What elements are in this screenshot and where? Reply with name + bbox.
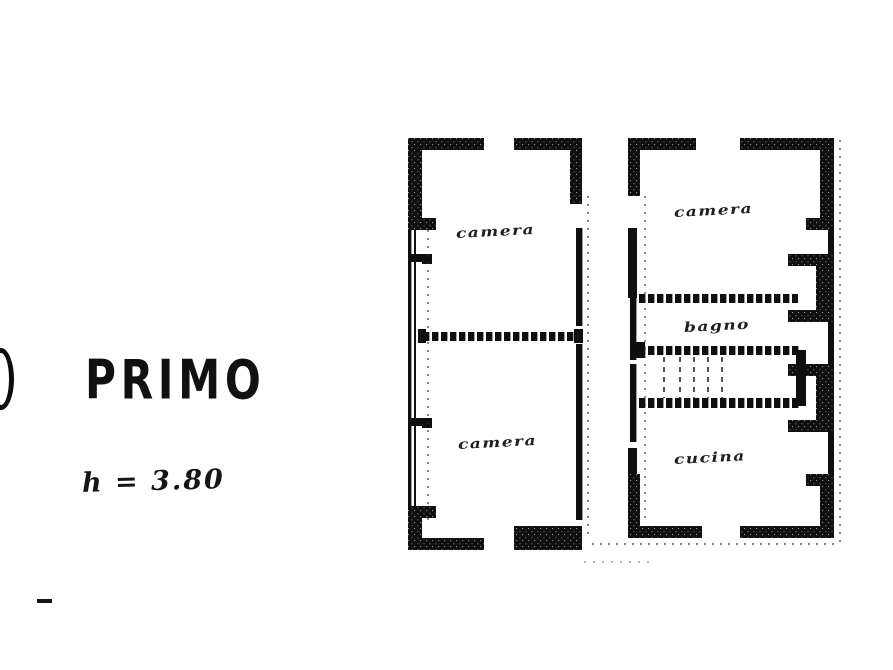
- partition-bagno-stair: [639, 346, 799, 355]
- tick-dash-mark: [37, 599, 52, 603]
- partition-bagno-jamb: [636, 342, 645, 358]
- wall-bottom-right-corner: [740, 474, 834, 538]
- circled-marker-icon: [0, 348, 14, 410]
- wall-right-niche-middle: [788, 364, 834, 432]
- wall-party-mid: [628, 298, 637, 360]
- plan-annotation-block: PRIMO h = 3.80: [0, 150, 370, 603]
- wall-left-unit-spine-upper: [576, 228, 584, 326]
- partition-jamb-left: [418, 329, 426, 343]
- wall-top-right-window: [628, 138, 696, 196]
- survey-dotted-lines-right: [592, 140, 841, 545]
- walls-right-apartment: [584, 138, 841, 563]
- wall-party-upper: [628, 228, 637, 298]
- wall-top-right-corner: [740, 138, 834, 230]
- wall-left-niche-lip-a: [410, 254, 432, 264]
- partition-between-cameras: [418, 332, 582, 341]
- wall-bottom-left-window: [514, 526, 582, 550]
- wall-left-exterior-upper: [408, 230, 416, 398]
- wall-party-lower: [628, 364, 637, 442]
- walls-left-apartment: [408, 138, 589, 550]
- staircase-treads: [663, 357, 723, 398]
- floor-plan-drawing: camera camera camera bagno cucina: [396, 126, 846, 571]
- wall-top-left-corner: [408, 138, 484, 230]
- wall-stair-side: [796, 350, 806, 406]
- wall-right-niche-upper: [788, 254, 834, 322]
- floor-plan-svg: [408, 138, 841, 563]
- wall-bottom-left-corner: [408, 506, 484, 550]
- wall-left-unit-spine-lower: [576, 344, 584, 520]
- survey-dotted-lines-left: [427, 196, 589, 536]
- partition-camera-bagno: [636, 294, 798, 303]
- wall-left-exterior-lower: [408, 398, 416, 506]
- wall-bottom-right-window: [628, 474, 702, 538]
- page-title: PRIMO: [85, 348, 266, 412]
- wall-top-left-window: [514, 138, 582, 204]
- ceiling-height-annotation: h = 3.80: [81, 464, 226, 499]
- partition-stair-cucina: [639, 398, 799, 408]
- partition-jamb-right: [574, 329, 583, 343]
